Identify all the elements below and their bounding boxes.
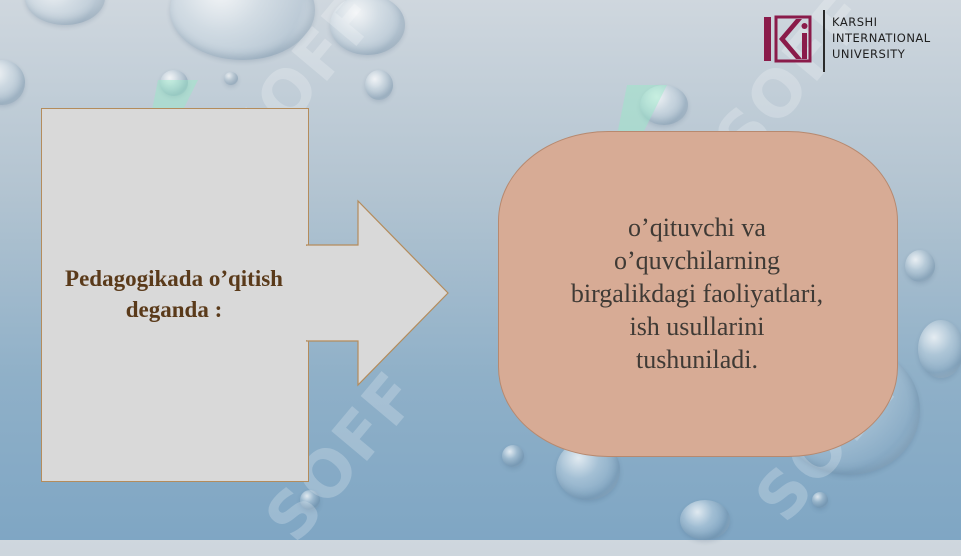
logo-divider — [823, 10, 825, 72]
definition-box — [41, 108, 309, 482]
definition-shape — [498, 131, 898, 457]
definition-line: tushuniladi. — [635, 344, 759, 374]
definition-line: birgalikdagi faoliyatlari, — [570, 278, 824, 308]
university-logo: KARSHI INTERNATIONAL UNIVERSITY — [762, 10, 947, 74]
water-drop — [300, 490, 320, 510]
water-drop — [640, 85, 688, 125]
water-drop — [680, 500, 730, 540]
ki-logo-icon — [764, 15, 812, 63]
water-drop — [812, 492, 828, 508]
definition-line: ish usullarini — [629, 311, 765, 341]
water-drop — [330, 0, 405, 55]
water-drop — [160, 70, 188, 96]
water-drop — [25, 0, 105, 25]
definition-line: o’qituvchi va — [628, 212, 766, 242]
water-drop — [905, 250, 935, 282]
definition-term: Pedagogikada o’qitish deganda : — [65, 266, 283, 322]
university-name-line2: INTERNATIONAL — [832, 31, 931, 45]
water-drop — [224, 72, 238, 85]
water-drop — [0, 60, 25, 105]
water-drop — [918, 320, 961, 378]
water-drop — [502, 445, 524, 467]
university-name-line1: KARSHI — [832, 15, 878, 29]
university-name: KARSHI INTERNATIONAL UNIVERSITY — [832, 14, 931, 62]
water-drop — [365, 70, 393, 100]
definition-text: o’qituvchi va o’quvchilarning birgalikda… — [498, 131, 896, 455]
arrow-right-icon — [306, 199, 449, 387]
university-name-line3: UNIVERSITY — [832, 47, 906, 61]
definition-line: o’quvchilarning — [613, 245, 781, 275]
